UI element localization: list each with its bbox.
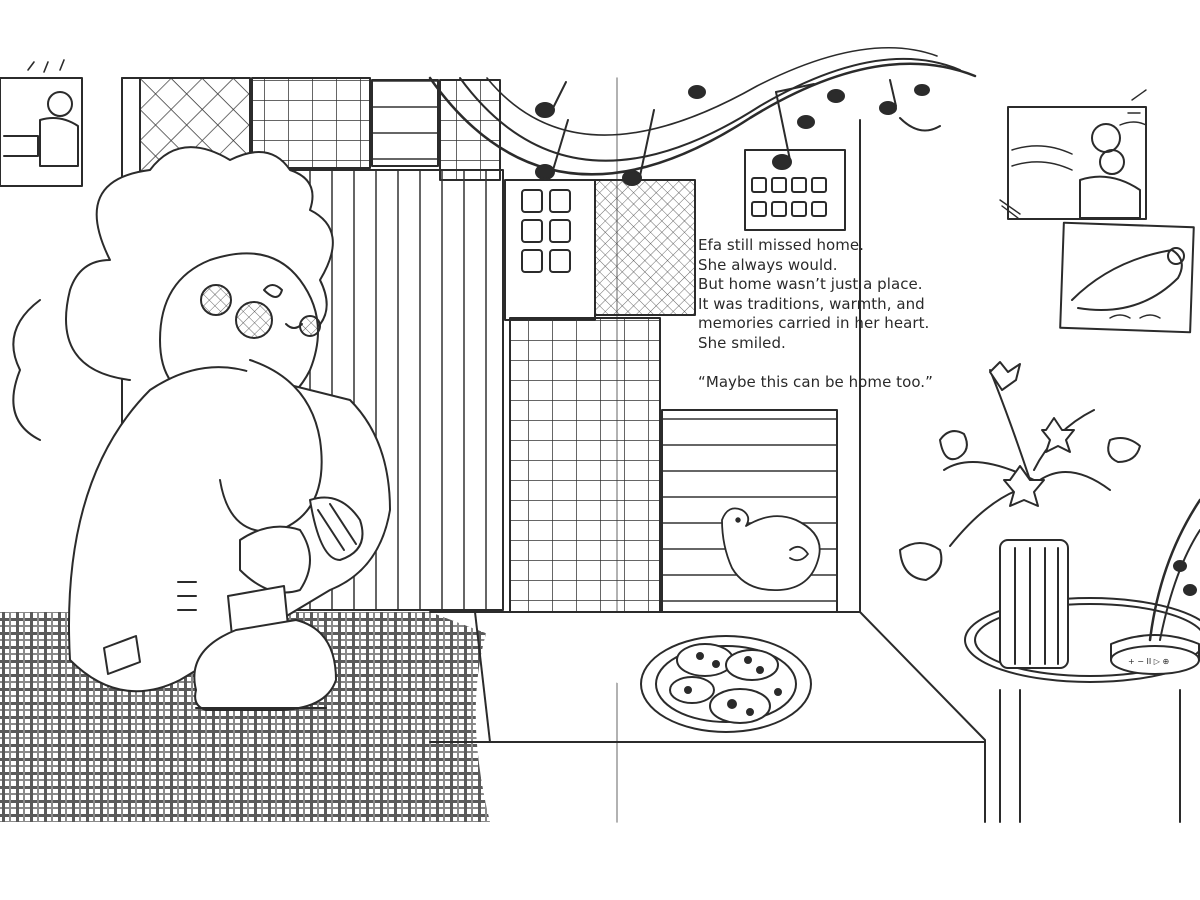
girl-character <box>12 146 391 711</box>
story-line: Efa still missed home. <box>698 236 865 254</box>
bird-icon <box>721 507 821 591</box>
story-text: Efa still missed home. She always would.… <box>698 236 960 392</box>
photo-frame-icon <box>0 59 83 187</box>
story-quote: “Maybe this can be home too.” <box>698 372 933 391</box>
cookie-plate-icon <box>640 635 812 733</box>
story-line: She smiled. <box>698 333 786 352</box>
story-gap <box>698 354 960 373</box>
story-line: memories carried in her heart. <box>698 314 930 333</box>
photo-frame-icon <box>999 89 1147 220</box>
flower-vase-icon <box>899 361 1141 669</box>
speaker-icon: + − II ▷ ⊕ <box>1110 498 1200 675</box>
photo-frame-icon <box>1059 221 1195 334</box>
story-line: But home wasn’t just a place. <box>698 275 923 294</box>
story-line: She always would. <box>698 255 838 274</box>
svg-text:+ − II ▷ ⊕: + − II ▷ ⊕ <box>1128 657 1169 666</box>
story-line: It was traditions, warmth, and <box>698 294 925 313</box>
music-notes-icon <box>428 47 977 186</box>
